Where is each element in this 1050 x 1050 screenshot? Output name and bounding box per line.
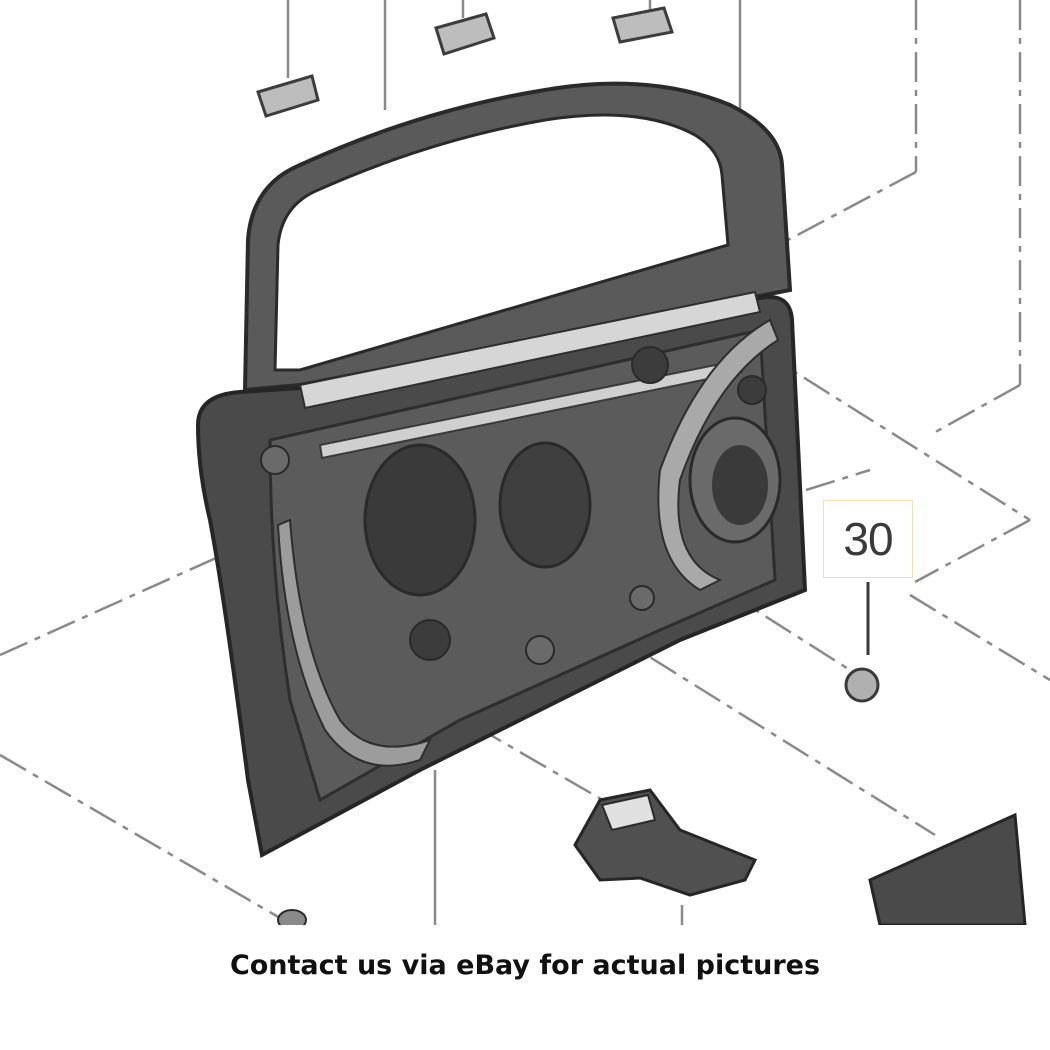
door-shell [195,81,808,859]
exploded-parts-diagram [0,0,1050,925]
callout-box: 30 [823,500,913,578]
bolt-part [277,909,307,925]
caption-text: Contact us via eBay for actual pictures [229,950,821,981]
grommet-part [844,667,880,703]
side-panel-part [868,812,1027,925]
clip-parts [256,6,674,118]
callout-number: 30 [843,513,893,565]
